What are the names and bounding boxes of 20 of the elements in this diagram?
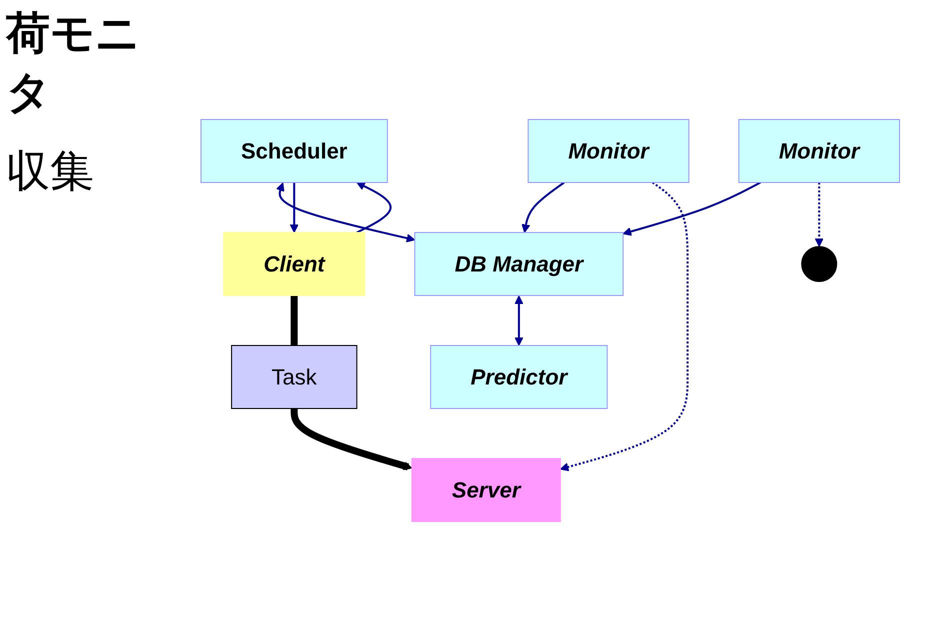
slide-text: 収集 [6, 146, 95, 198]
slide-text: 荷モニタ [6, 8, 141, 119]
node-box: Server [411, 458, 561, 522]
arrow [276, 182, 415, 242]
connector [290, 296, 298, 346]
arrow [290, 182, 298, 233]
node-box: Task [230, 345, 358, 409]
node-box: Scheduler [200, 119, 388, 183]
arrow [814, 182, 824, 247]
arrow [560, 182, 688, 472]
arrow [622, 182, 761, 236]
arrow [356, 182, 392, 234]
node-box: Predictor [430, 345, 608, 409]
node-box: Monitor [527, 119, 690, 183]
arrow [521, 182, 564, 233]
arrow [514, 296, 524, 346]
node-box: Client [222, 232, 365, 296]
arrow [290, 408, 412, 470]
node-box: DB Manager [414, 232, 624, 296]
node-box: Monitor [738, 119, 900, 183]
